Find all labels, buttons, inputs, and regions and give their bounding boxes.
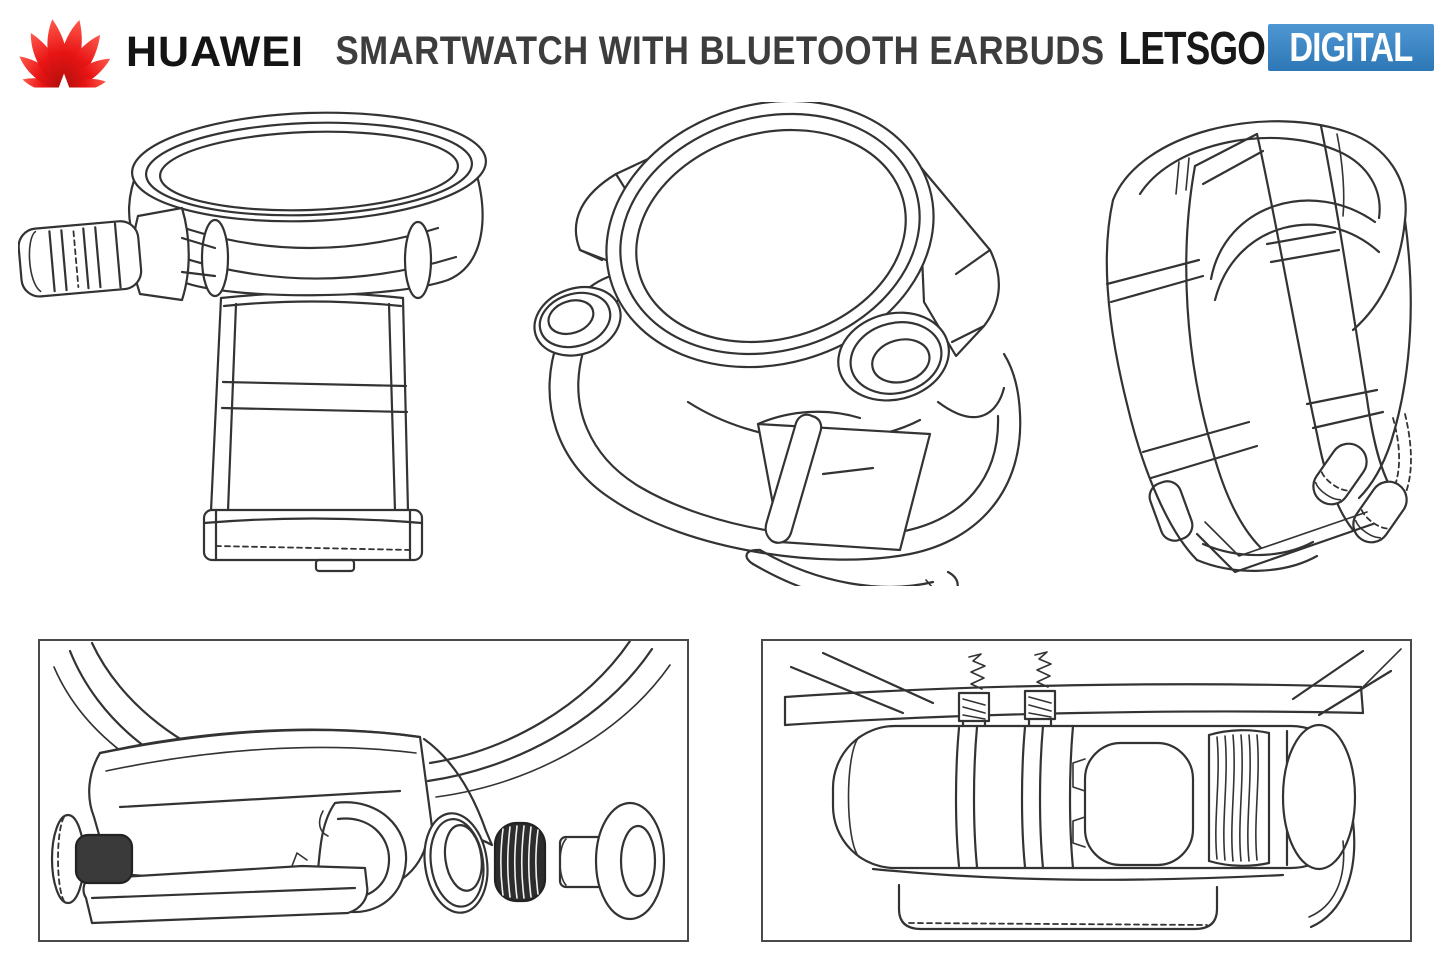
exploded-earbud-cap	[558, 801, 666, 921]
huawei-flower-icon	[15, 19, 113, 95]
mount-bar	[783, 683, 1365, 727]
letsgodigital-logo: LETSGO DIGITAL	[1082, 24, 1434, 71]
page-title: SMARTWATCH WITH BLUETOOTH EARBUDS	[335, 29, 1105, 73]
lower-tray	[871, 867, 1285, 931]
letsgo-wordmark: LETSGO	[1118, 21, 1266, 74]
digital-wordmark: DIGITAL	[1289, 24, 1413, 70]
figure-front-view-earbud-extended	[18, 110, 510, 592]
earbud-1	[1312, 442, 1368, 506]
watch-strap	[202, 291, 424, 573]
figure-rear-view	[1085, 104, 1437, 592]
detail-panel-mechanism	[761, 639, 1412, 942]
left-lug	[200, 218, 230, 298]
digital-badge: DIGITAL	[1268, 24, 1434, 71]
left-earbud-cap	[533, 285, 622, 357]
buckle-strap	[756, 410, 932, 552]
right-lug	[403, 220, 433, 300]
exploded-spring	[493, 821, 547, 903]
cover-plate	[82, 852, 369, 925]
bezel-arcs	[789, 648, 1402, 717]
earbud-cylinder	[831, 724, 1355, 870]
right-case-edge	[1357, 218, 1412, 500]
earbud-tip	[1083, 741, 1195, 867]
earbud-extended	[18, 206, 217, 302]
exploded-magnet	[74, 833, 134, 885]
huawei-logo: HUAWEI	[14, 6, 304, 98]
earbud-2	[1352, 480, 1408, 544]
detail-panel-exploded	[38, 639, 689, 942]
watch-case	[574, 102, 1006, 442]
figure-perspective-view	[528, 102, 1044, 586]
spring-clip-2	[1023, 651, 1057, 739]
strap-tail	[745, 548, 959, 586]
huawei-wordmark: HUAWEI	[126, 27, 304, 76]
exploded-ring	[423, 812, 489, 914]
exploded-disc	[50, 813, 86, 905]
strap-end	[1148, 480, 1375, 574]
right-end-cap	[1281, 723, 1357, 929]
right-earbud-cap	[837, 311, 950, 402]
left-strap	[1105, 132, 1265, 562]
case-top-dome	[1111, 120, 1407, 332]
